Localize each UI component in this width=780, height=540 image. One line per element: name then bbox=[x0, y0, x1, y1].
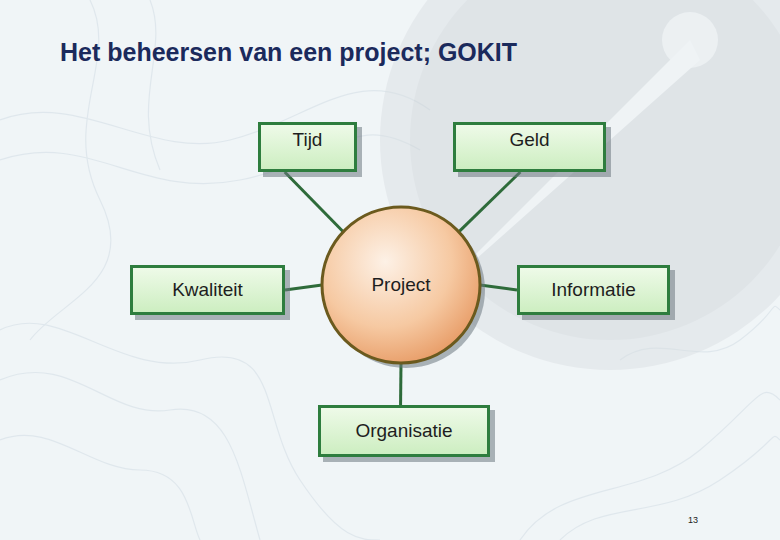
organisation-box: Organisatie bbox=[318, 405, 490, 457]
connector-line bbox=[459, 172, 521, 232]
time-box: Tijd bbox=[258, 122, 357, 172]
node-label: Kwaliteit bbox=[172, 279, 243, 302]
connector-line bbox=[399, 363, 402, 405]
node-label: Organisatie bbox=[355, 420, 452, 443]
slide-title: Het beheersen van een project; GOKIT bbox=[60, 38, 517, 67]
quality-box: Kwaliteit bbox=[130, 265, 285, 315]
connector-line bbox=[285, 285, 322, 290]
project-ellipse: Project bbox=[320, 205, 482, 365]
money-box: Geld bbox=[453, 122, 606, 172]
node-label: Informatie bbox=[551, 279, 635, 302]
node-label: Geld bbox=[509, 129, 549, 152]
connector-line bbox=[480, 285, 517, 290]
information-box: Informatie bbox=[517, 265, 670, 315]
node-label: Project bbox=[371, 274, 430, 297]
ellipse-shape bbox=[322, 207, 480, 363]
node-label: Tijd bbox=[293, 129, 323, 152]
page-number: 13 bbox=[688, 515, 698, 525]
connector-line bbox=[285, 172, 343, 232]
